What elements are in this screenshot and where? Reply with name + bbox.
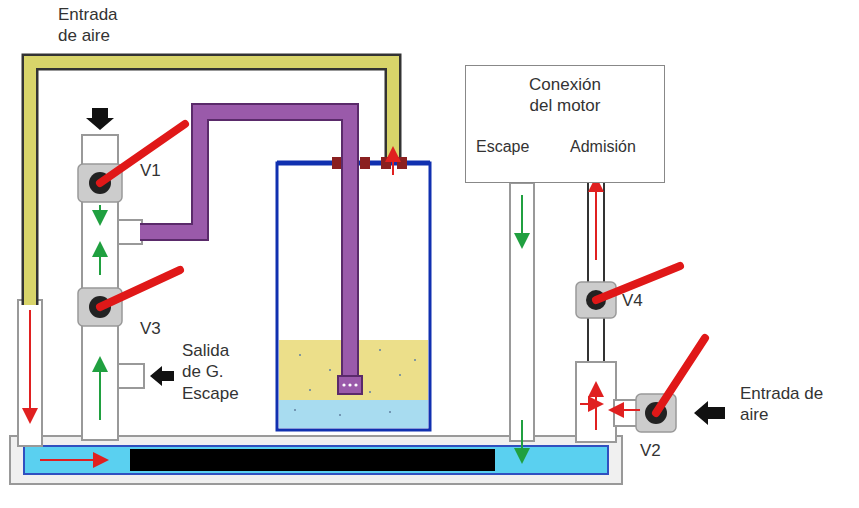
outlet-label: Salida de G. Escape	[182, 340, 244, 404]
valve-label: V2	[640, 440, 661, 461]
inlet-label: Entrada de aire	[58, 4, 136, 47]
valve-label: V3	[140, 318, 161, 339]
box-title: Conexión del motor	[519, 74, 611, 117]
pipe-label: Admisión	[570, 137, 636, 157]
pipe-label: Escape	[476, 137, 529, 157]
inlet-label: Entrada de aire	[740, 383, 832, 426]
valve-label: V1	[140, 160, 161, 181]
engine-box: Conexión del motor	[465, 65, 665, 183]
valve-label: V4	[622, 290, 643, 311]
